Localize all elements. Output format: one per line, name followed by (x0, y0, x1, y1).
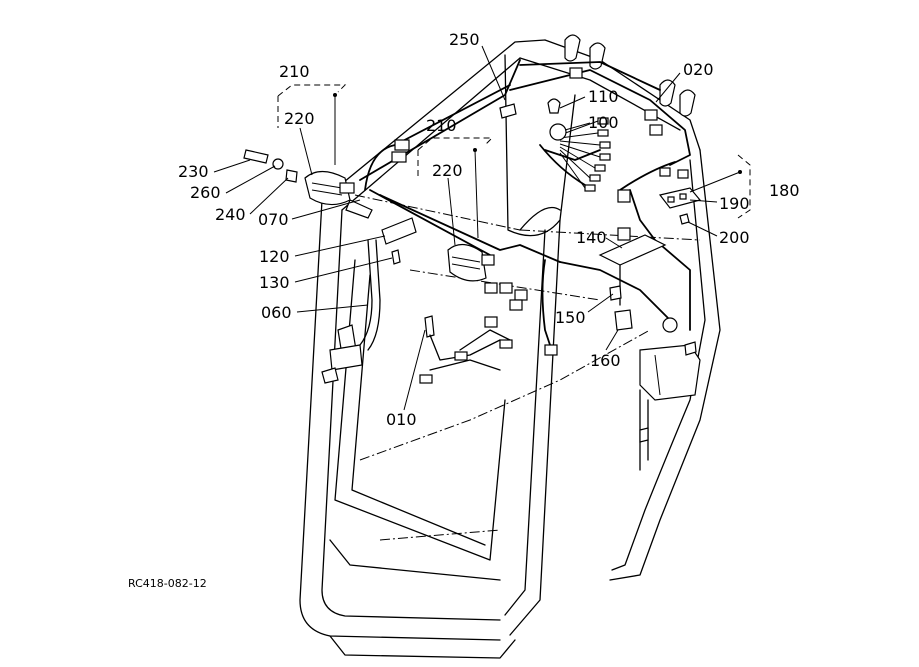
leader-lines (213, 45, 742, 411)
misc-parts (321, 98, 702, 384)
callout-210-left: 210 (279, 62, 310, 81)
bolt-washer-nut (243, 149, 298, 183)
callout-260: 260 (190, 183, 221, 202)
callout-labels: 250 020 110 100 210 220 210 220 230 260 … (178, 30, 800, 429)
callout-250: 250 (449, 30, 480, 49)
callout-240: 240 (215, 205, 246, 224)
callout-200: 200 (719, 228, 750, 247)
callout-230: 230 (178, 162, 209, 181)
callout-190: 190 (719, 194, 750, 213)
callout-180: 180 (769, 181, 800, 200)
callout-020: 020 (683, 60, 714, 79)
callout-110: 110 (588, 87, 619, 106)
work-lamp-left (304, 170, 373, 219)
callout-210-center: 210 (426, 116, 457, 135)
callout-010: 010 (386, 410, 417, 429)
work-lamp-center (447, 243, 495, 282)
drawing-code: RC418-082-12 (128, 577, 207, 590)
callout-060: 060 (261, 303, 292, 322)
callout-070: 070 (258, 210, 289, 229)
callout-120: 120 (259, 247, 290, 266)
callout-130: 130 (259, 273, 290, 292)
callout-160: 160 (590, 351, 621, 370)
callout-220-left: 220 (284, 109, 315, 128)
callout-150: 150 (555, 308, 586, 327)
wiring-harness (359, 59, 691, 356)
callout-140: 140 (576, 228, 607, 247)
callout-100: 100 (588, 113, 619, 132)
callout-220-center: 220 (432, 161, 463, 180)
group-brackets (277, 84, 751, 219)
